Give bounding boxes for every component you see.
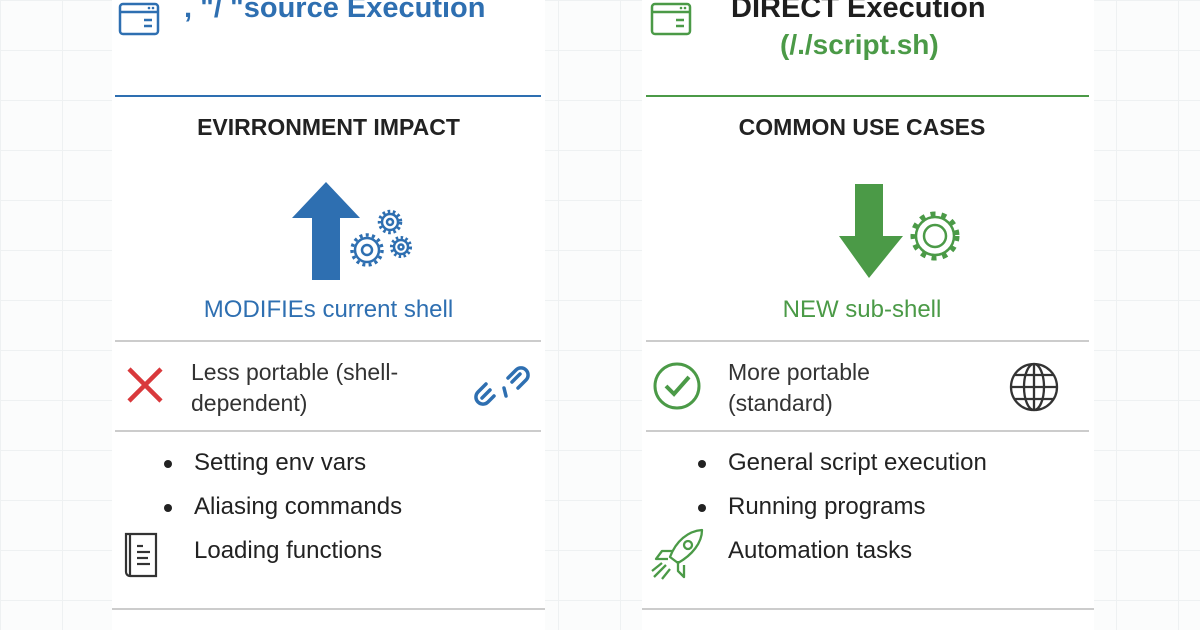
use-case-item: Running programs <box>698 493 925 521</box>
impact-label: NEW sub-shell <box>782 296 942 323</box>
bottom-divider <box>112 608 545 610</box>
rocket-icon <box>651 528 704 580</box>
use-case-item: Loading functions <box>194 537 383 564</box>
divider <box>646 340 1089 342</box>
source-execution-card: , "/ "source Execution EVIRRONMENT IMPAC… <box>112 0 545 630</box>
use-case-item: Automation tasks <box>728 537 913 564</box>
card-subtitle: (/./script.sh) <box>780 29 939 60</box>
direct-execution-card: DIRECT Execution (/./script.sh) COMMON U… <box>642 0 1094 630</box>
divider <box>115 340 541 342</box>
globe-icon <box>1009 362 1059 412</box>
impact-label: MODIFIEs current shell <box>203 296 454 323</box>
portability-line-1: Less portable (shell- <box>191 359 399 385</box>
use-case-item: Aliasing commands <box>164 493 402 521</box>
title-divider <box>115 95 541 97</box>
cross-icon <box>127 367 163 403</box>
check-circle-icon <box>653 362 701 410</box>
bottom-divider <box>642 608 1094 610</box>
portability-text: Less portable (shell-dependent) <box>191 357 398 419</box>
divider <box>646 430 1089 432</box>
terminal-window-icon <box>650 2 692 36</box>
portability-line-2: dependent) <box>191 390 308 416</box>
divider <box>115 430 541 432</box>
portability-text: More portable (standard) <box>728 357 870 419</box>
terminal-window-icon <box>118 2 160 36</box>
portability-line-2: (standard) <box>728 390 833 416</box>
section-heading: EVIRRONMENT IMPACT <box>197 114 460 140</box>
broken-link-icon <box>474 366 530 406</box>
portability-line-1: More portable <box>728 359 870 385</box>
use-case-item: General script execution <box>698 449 987 477</box>
use-case-item: Setting env vars <box>164 449 366 477</box>
book-icon <box>124 532 158 578</box>
card-title: DIRECT Execution <box>731 0 986 24</box>
title-divider <box>646 95 1089 97</box>
arrow-up-gears-icon <box>292 182 413 280</box>
card-title: , "/ "source Execution <box>184 0 486 24</box>
arrow-down-gear-icon <box>839 184 960 278</box>
section-heading: COMMON USE CASES <box>738 114 986 140</box>
